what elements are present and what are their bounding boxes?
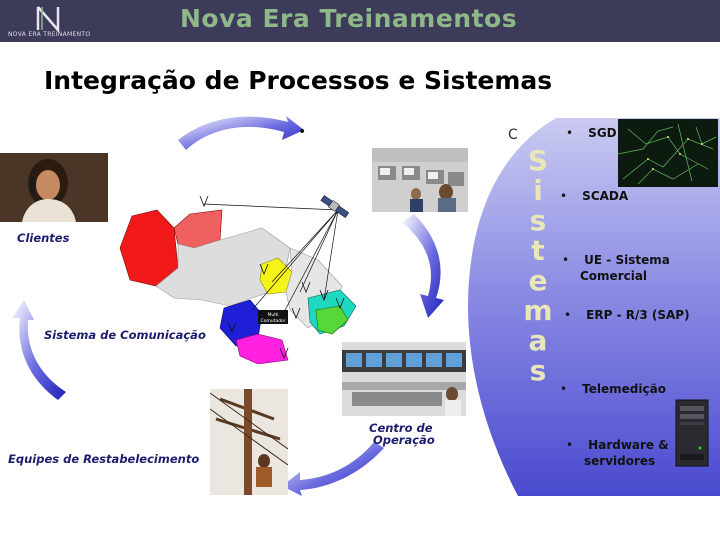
woman-on-phone-illustration: [0, 153, 108, 222]
sistemas-letter: m: [523, 294, 553, 327]
company-logo: [6, 3, 94, 39]
sistemas-letter: S: [527, 144, 549, 177]
control-room-illustration: [342, 342, 466, 416]
sistemas-vertical-word: S i s t e m a s: [520, 146, 556, 386]
sistemas-item-label: Telemedição: [582, 382, 666, 396]
server-icon: [675, 399, 709, 467]
equipes-restabelecimento-label: Equipes de Restabelecimento: [8, 452, 200, 466]
sistemas-item-label: Comercial: [580, 269, 648, 283]
sistemas-letter: s: [529, 354, 547, 387]
header-bar: NOVA ERA TREINAMENTO Nova Era Treinament…: [0, 0, 720, 42]
utility-pole-illustration: [210, 389, 288, 495]
logo-caption: NOVA ERA TREINAMENTO: [8, 31, 91, 38]
sistemas-item-label: SGD: [588, 126, 617, 140]
satellite-icon: [320, 195, 350, 218]
multi-switch-box: [258, 310, 288, 324]
arrow-top: [178, 116, 304, 150]
multi-switch-label: Comutador: [260, 318, 285, 324]
sistemas-item-label: Hardware &: [588, 438, 669, 452]
arrow-left: [12, 300, 66, 400]
sistemas-item-label: SCADA: [582, 189, 629, 203]
arrow-bottom: [282, 442, 384, 496]
map-region-magenta: [235, 333, 289, 364]
call-center-photo: [372, 148, 468, 212]
logo-n-icon: [36, 6, 60, 34]
brand-name: Nova Era Treinamentos: [180, 4, 518, 33]
server-tower-image: [672, 398, 712, 468]
clientes-label: Clientes: [17, 231, 70, 245]
arrow-right: [402, 214, 444, 318]
call-center-illustration: [372, 148, 468, 212]
sistemas-item-label: UE - Sistema: [584, 253, 670, 267]
centro-operacao-label-line1: Centro de: [369, 421, 433, 435]
communication-map: Multi Comutador: [119, 195, 357, 364]
sistemas-item-telemedicao: • Telemedição: [560, 382, 666, 396]
sistemas-item-scada: • SCADA: [560, 189, 629, 203]
clientes-photo: [0, 153, 108, 222]
stray-letter: C: [508, 127, 518, 143]
sgd-map-graphic: [618, 123, 717, 185]
sgd-map-image: [618, 119, 718, 187]
sistemas-letter: t: [531, 234, 545, 267]
slide-title: Integração de Processos e Sistemas: [44, 66, 553, 95]
sistemas-item-label: servidores: [584, 454, 656, 468]
sistemas-letter: a: [528, 324, 548, 357]
sistemas-letter: i: [533, 174, 543, 207]
multi-switch-label: Multi: [268, 312, 279, 318]
lineman-photo: [210, 389, 288, 495]
map-region-red: [119, 209, 179, 287]
sistemas-item-ue: • UE - Sistema Comercial: [562, 253, 670, 283]
sistema-comunicacao-label: Sistema de Comunicação: [44, 328, 206, 342]
sistemas-item-hardware: • Hardware & servidores: [566, 438, 669, 468]
sistemas-letter: e: [528, 264, 548, 297]
sistemas-item-label: ERP - R/3 (SAP): [586, 308, 690, 322]
sistemas-letter: s: [529, 204, 547, 237]
sistemas-item-erp: • ERP - R/3 (SAP): [564, 308, 690, 322]
stray-bullet: •: [298, 124, 307, 140]
sistemas-item-sgd: • SGD: [566, 126, 617, 140]
centro-operacao-label-line2: Operação: [373, 433, 435, 447]
control-room-photo: [342, 342, 466, 416]
map-region-green: [315, 305, 349, 335]
